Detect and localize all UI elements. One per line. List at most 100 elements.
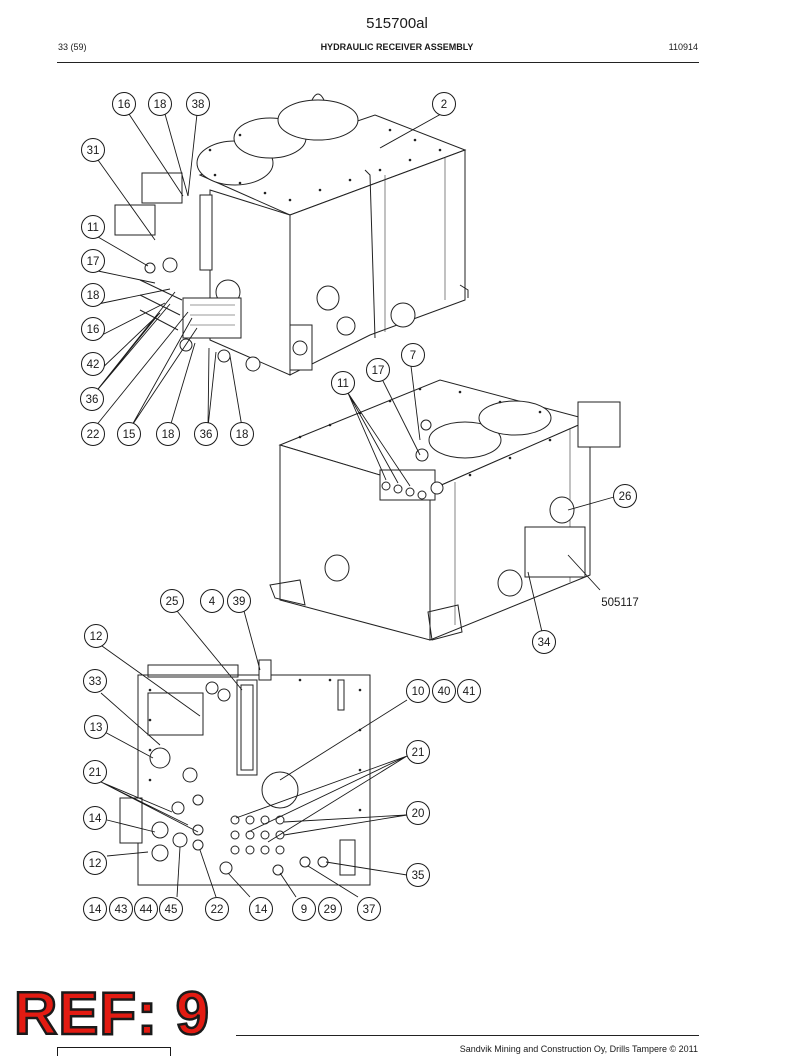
callout-balloon: 43 <box>109 897 133 921</box>
reference-number: 505117 <box>601 597 639 609</box>
callout-number: 14 <box>89 904 102 916</box>
callout-number: 18 <box>162 429 175 441</box>
callout-number: 25 <box>166 596 179 608</box>
callout-number: 2 <box>441 99 447 111</box>
callout-balloon: 18 <box>81 283 105 307</box>
callout-balloon: 40 <box>432 679 456 703</box>
callout-number: 16 <box>118 99 131 111</box>
callout-number: 10 <box>412 686 425 698</box>
callout-balloon: 12 <box>84 624 108 648</box>
leader-lines <box>93 113 615 898</box>
callout-balloon: 35 <box>406 863 430 887</box>
callout-number: 21 <box>89 767 102 779</box>
callout-balloon: 41 <box>457 679 481 703</box>
callout-balloon: 16 <box>81 317 105 341</box>
callout-number: 4 <box>209 596 216 608</box>
callout-number: 18 <box>87 290 100 302</box>
callout-number: 7 <box>410 350 416 362</box>
callout-balloon: 11 <box>81 215 105 239</box>
callout-balloon: 26 <box>613 484 637 508</box>
callout-balloon: 33 <box>83 669 107 693</box>
callout-balloon: 36 <box>194 422 218 446</box>
callout-number: 18 <box>236 429 249 441</box>
callout-number: 36 <box>200 429 213 441</box>
page-counter: 33 (59) <box>58 42 87 52</box>
callout-balloon: 20 <box>406 801 430 825</box>
callout-balloon: 15 <box>117 422 141 446</box>
callout-balloon: 4 <box>200 589 224 613</box>
callout-balloon: 14 <box>249 897 273 921</box>
callout-balloon: 7 <box>401 343 425 367</box>
callout-balloon: 39 <box>227 589 251 613</box>
date-code: 110914 <box>668 42 698 52</box>
callout-balloon: 18 <box>230 422 254 446</box>
callout-balloon: 31 <box>81 138 105 162</box>
bolt-row <box>148 678 362 812</box>
callout-balloon: 44 <box>134 897 158 921</box>
callout-balloon: 29 <box>318 897 342 921</box>
callout-number: 11 <box>337 378 349 390</box>
callout-balloon: 37 <box>357 897 381 921</box>
document-number: 515700al <box>366 15 428 32</box>
callout-number: 14 <box>255 904 268 916</box>
tank-view-middle <box>269 379 621 641</box>
callout-number: 39 <box>233 596 246 608</box>
ref-stamp: REF: 9 <box>13 980 211 1047</box>
callout-number: 26 <box>619 491 632 503</box>
footer-rule <box>236 1035 699 1036</box>
bolt-row <box>298 387 552 477</box>
callout-balloon: 11 <box>331 371 355 395</box>
callout-balloon: 38 <box>186 92 210 116</box>
callout-balloon: 16 <box>112 92 136 116</box>
callout-number: 33 <box>89 676 102 688</box>
callout-number: 12 <box>90 631 103 643</box>
callout-balloon: 21 <box>83 760 107 784</box>
callout-number: 34 <box>538 637 551 649</box>
callout-balloon: 14 <box>83 897 107 921</box>
callout-balloon: 9 <box>292 897 316 921</box>
callout-number: 42 <box>87 359 100 371</box>
callout-number: 22 <box>87 429 100 441</box>
callout-balloon: 22 <box>81 422 105 446</box>
callout-balloon: 18 <box>156 422 180 446</box>
callout-balloon: 36 <box>80 387 104 411</box>
callout-number: 12 <box>89 858 102 870</box>
callout-number: 18 <box>154 99 167 111</box>
callouts: 16 18 38 2 31 11 17 18 16 42 36 22 15 18 36 18 7 17 11 26 34… <box>80 92 637 921</box>
callout-number: 43 <box>115 904 128 916</box>
callout-number: 17 <box>87 256 100 268</box>
callout-number: 40 <box>438 686 451 698</box>
company-logo <box>57 1047 171 1056</box>
callout-balloon: 22 <box>205 897 229 921</box>
callout-number: 36 <box>86 394 99 406</box>
callout-number: 15 <box>123 429 136 441</box>
callout-number: 20 <box>412 808 425 820</box>
callout-balloon: 34 <box>532 630 556 654</box>
tank-view-lower <box>119 659 371 886</box>
copyright-notice: Sandvik Mining and Construction Oy, Dril… <box>459 1044 698 1054</box>
callout-number: 21 <box>412 747 425 759</box>
callout-balloon: 13 <box>84 715 108 739</box>
callout-number: 38 <box>192 99 205 111</box>
callout-number: 9 <box>301 904 307 916</box>
callout-number: 44 <box>140 904 153 916</box>
callout-number: 13 <box>90 722 103 734</box>
callout-number: 45 <box>165 904 178 916</box>
callout-number: 16 <box>87 324 100 336</box>
callout-balloon: 17 <box>81 249 105 273</box>
callout-number: 17 <box>372 365 385 377</box>
header-rule <box>57 62 699 63</box>
callout-number: 37 <box>363 904 376 916</box>
callout-balloon: 42 <box>81 352 105 376</box>
callout-balloon: 14 <box>83 806 107 830</box>
callout-balloon: 25 <box>160 589 184 613</box>
callout-number: 41 <box>463 686 476 698</box>
callout-number: 35 <box>412 870 425 882</box>
callout-balloon: 45 <box>159 897 183 921</box>
callout-number: 31 <box>87 145 100 157</box>
callout-balloon: 21 <box>406 740 430 764</box>
callout-balloon: 10 <box>406 679 430 703</box>
callout-balloon: 12 <box>83 851 107 875</box>
callout-balloon: 18 <box>148 92 172 116</box>
